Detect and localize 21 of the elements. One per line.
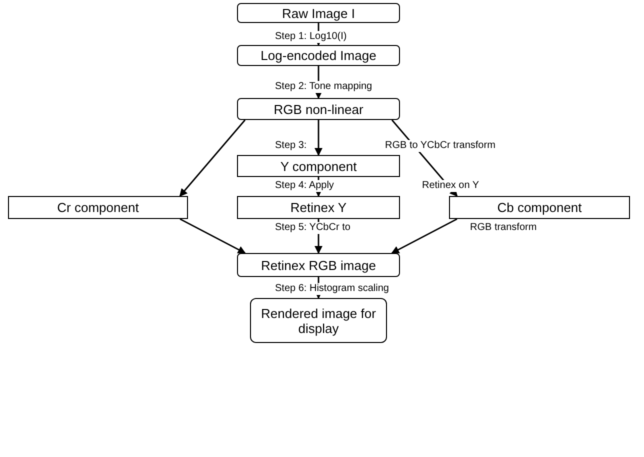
step-label: Step 2: Tone mapping [275, 81, 372, 93]
step-label: Step 5: YCbCr to [275, 222, 350, 234]
step-label: Step 1: Log10(I) [275, 31, 347, 43]
process-box: Log-encoded Image [237, 45, 400, 66]
process-box: Y component [237, 155, 400, 177]
process-box: Retinex RGB image [237, 253, 400, 277]
step-label: Step 6: Histogram scaling [275, 283, 389, 295]
process-box: Cb component [449, 196, 630, 219]
step-label: Retinex on Y [422, 180, 480, 192]
arrow [314, 120, 322, 156]
step-label: Step 3: [275, 140, 307, 152]
arrow [179, 120, 246, 197]
step-label: Step 4: Apply [275, 180, 334, 192]
process-box: Retinex Y [237, 196, 400, 219]
arrow [180, 218, 246, 254]
process-box: RGB non-linear [237, 98, 400, 120]
arrow [391, 218, 458, 254]
step-label: RGB to YCbCr transform [385, 140, 496, 152]
process-box: Raw Image I [237, 3, 400, 23]
process-box: Rendered image for display [250, 298, 387, 343]
process-box: Cr component [8, 196, 188, 219]
